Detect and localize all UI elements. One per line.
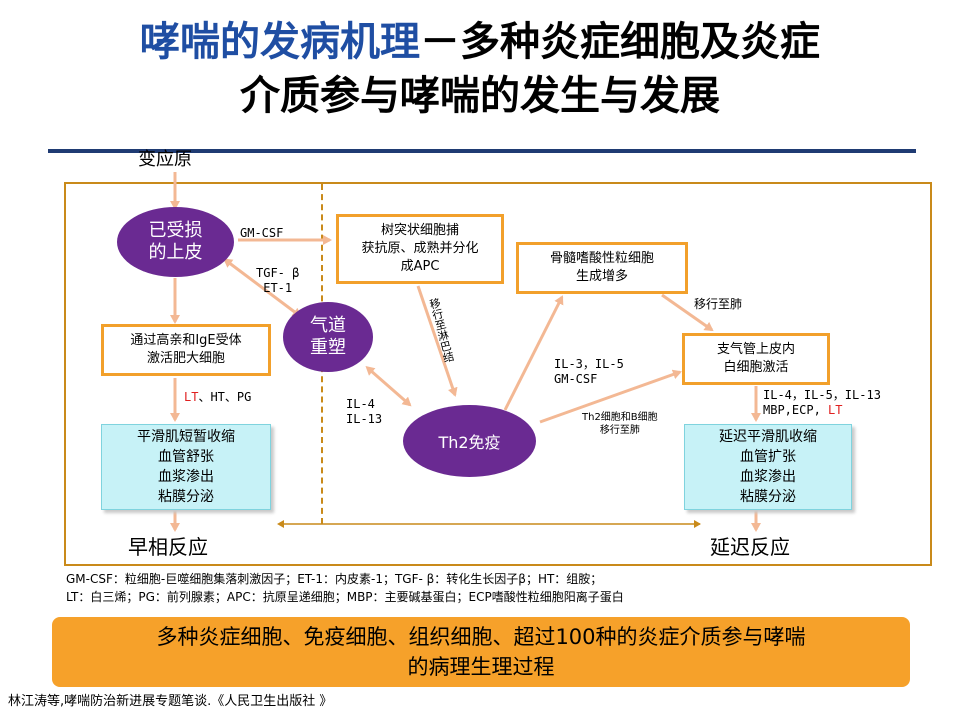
late-effects-box: 延迟平滑肌收缩 血管扩张 血浆渗出 粘膜分泌 [684,424,852,510]
mast-cell-box: 通过高亲和IgE受体 激活肥大细胞 [101,324,271,376]
legend-line-2: LT：白三烯；PG：前列腺素；APC：抗原呈递细胞；MBP：主要碱基蛋白；ECP… [66,590,624,604]
title-highlight: 哮喘的发病机理 [140,19,420,65]
early-reaction-label: 早相反应 [128,535,208,559]
label-il-late: IL-4，IL-5，IL-13 [763,388,881,402]
label-th2-b-migrate: Th2细胞和B细胞 移行至肺 [582,411,658,437]
title-line-2: 介质参与哮喘的发生与发展 [240,73,720,119]
late-effect-1: 延迟平滑肌收缩 [719,429,817,445]
label-et1: ET-1 [263,281,293,295]
arrow-dendritic-to-th2 [416,285,458,397]
airway-remodel-line-2: 重塑 [310,337,346,358]
label-late-mediators: IL-4，IL-5，IL-13 MBP,ECP, LT [763,388,881,418]
label-ht-pg: 、HT、PG [198,390,252,404]
title-divider [48,149,916,153]
early-effect-3: 血浆渗出 [158,469,214,485]
eosinophil-line-2: 生成增多 [575,269,628,284]
legend-line-1: GM-CSF：粒细胞-巨噬细胞集落刺激因子；ET-1：内皮素-1；TGF- β：… [66,572,603,586]
label-gmcsf-2: GM-CSF [554,372,598,386]
dendritic-line-1: 树突状细胞捕 [380,223,459,238]
label-late-lt: LT [828,403,843,417]
label-lt: LT [184,390,199,404]
dendritic-line-3: 成APC [400,259,440,274]
bronchial-line-1: 支气管上皮内 [716,342,795,357]
label-th2-b: Th2细胞和B细胞 [582,412,658,423]
arrow-remodel-th2 [365,366,412,407]
label-to-lung: 移行至肺 [599,425,640,436]
banner-line-2: 的病理生理过程 [407,655,555,679]
early-effects-box: 平滑肌短暂收缩 血管舒张 血浆渗出 粘膜分泌 [101,424,271,510]
label-il4-il13: IL-4 IL-13 [346,397,382,427]
label-tgf: TGF- β [256,266,300,280]
late-effect-3: 血浆渗出 [740,469,796,485]
th2-immune-node: Th2免疫 [403,405,536,477]
late-effect-4: 粘膜分泌 [740,489,796,505]
banner-line-1: 多种炎症细胞、免疫细胞、组织细胞、超过100种的炎症介质参与哮喘 [156,625,806,649]
eosinophil-box: 骨髓嗜酸性粒细胞 生成增多 [516,242,688,294]
label-migrate-lung: 移行至肺 [694,297,743,311]
label-gmcsf: GM-CSF [240,226,284,240]
arrow-epithelium-remodel [223,258,302,318]
eosinophil-line-1: 骨髓嗜酸性粒细胞 [549,251,654,266]
allergen-label: 变应原 [138,149,192,170]
arrow-th2-to-bronchial [539,369,682,424]
mast-cell-line-1: 通过高亲和IgE受体 [130,333,242,348]
label-il3-il5-gmcsf: IL-3，IL-5 GM-CSF [554,357,624,387]
early-effect-1: 平滑肌短暂收缩 [137,429,235,445]
early-effect-4: 粘膜分泌 [158,489,214,505]
label-il13: IL-13 [346,412,383,426]
arrow-th2-to-eos [503,295,564,411]
early-effect-2: 血管舒张 [158,449,214,465]
late-effect-2: 血管扩张 [740,449,796,465]
th2-label: Th2免疫 [438,433,501,452]
label-il3-il5: IL-3，IL-5 [554,357,624,371]
title-line-1-rest: －多种炎症细胞及炎症 [420,19,820,65]
arrow-eos-to-bronchial [661,293,714,332]
title-line-1: 哮喘的发病机理－多种炎症细胞及炎症 [0,16,960,68]
dendritic-cell-box: 树突状细胞捕 获抗原、成熟并分化 成APC [336,214,504,284]
bronchial-leukocyte-box: 支气管上皮内 白细胞激活 [682,333,830,385]
label-il4: IL-4 [346,397,375,411]
late-reaction-label: 延迟反应 [710,535,790,559]
damaged-epithelium-line-1: 已受损 [148,220,203,241]
bronchial-line-2: 白细胞激活 [723,360,789,375]
dendritic-line-2: 获抗原、成熟并分化 [361,241,479,256]
summary-banner: 多种炎症细胞、免疫细胞、组织细胞、超过100种的炎症介质参与哮喘 的病理生理过程 [52,617,910,687]
damaged-epithelium-line-2: 的上皮 [148,242,203,263]
diagram-frame [64,182,932,566]
mast-cell-line-2: 激活肥大细胞 [146,351,225,366]
label-tgf-et: TGF- β ET-1 [256,266,299,296]
airway-remodel-node: 气道 重塑 [283,302,373,372]
airway-remodel-line-1: 气道 [310,315,346,336]
citation-footer: 林江涛等,哮喘防治新进展专题笔谈.《人民卫生出版社 》 [8,694,333,709]
label-mbp-ecp: MBP,ECP, [763,403,821,417]
label-lt-ht-pg: LT、HT、PG [184,390,251,405]
damaged-epithelium-node: 已受损 的上皮 [117,207,234,277]
